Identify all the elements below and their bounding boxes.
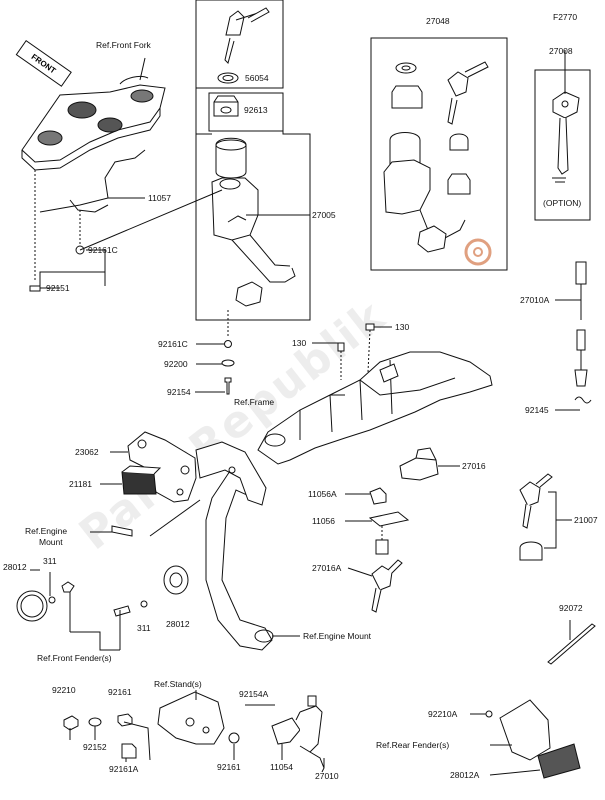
- ignition-27005: [211, 137, 296, 307]
- box-27008: [534, 69, 591, 221]
- bracket-11056a: [369, 487, 387, 505]
- label-27010a: 27010A: [520, 295, 550, 305]
- label-27008: 27008: [549, 46, 573, 56]
- top-bracket: [21, 75, 166, 171]
- harness-11057: [39, 149, 146, 213]
- label-11056: 11056: [312, 516, 336, 526]
- label-92152: 92152: [83, 742, 107, 752]
- label-92161: 92161: [108, 687, 132, 697]
- washer-56054: [217, 72, 239, 84]
- label-92154: 92154: [167, 387, 191, 397]
- label-92161c-b: 92161C: [158, 339, 188, 349]
- label-311-a: 311: [43, 556, 57, 566]
- label-23062: 23062: [75, 447, 99, 457]
- box-27005: [195, 88, 212, 135]
- label-ref-engine-mount-a: Ref.Engine: [25, 526, 68, 536]
- label-28012-b: 28012: [166, 619, 190, 629]
- cable-tie-92072: [547, 623, 596, 665]
- reflector-28012-right: [163, 565, 189, 595]
- label-ref-frame: Ref.Frame: [234, 397, 275, 407]
- diagram-code: F2770: [553, 12, 578, 22]
- label-11057: 11057: [148, 193, 172, 203]
- label-92072: 92072: [559, 603, 583, 613]
- label-ref-front-fork: Ref.Front Fork: [96, 40, 151, 50]
- key-set-27048: [383, 61, 489, 253]
- gear-logo-icon: [464, 238, 492, 266]
- switch-21181: [121, 465, 162, 495]
- label-92161c-a: 92161C: [88, 245, 118, 255]
- label-92210: 92210: [52, 685, 76, 695]
- label-311-b: 311: [137, 623, 151, 633]
- bottom-parts: [63, 691, 325, 773]
- box-92613: [208, 92, 284, 132]
- label-ref-engine-mount-b: Ref.Engine Mount: [303, 631, 372, 641]
- box-key-set-top: [195, 0, 284, 89]
- label-ref-front-fender: Ref.Front Fender(s): [37, 653, 112, 663]
- label-ref-rear-fender: Ref.Rear Fender(s): [376, 740, 450, 750]
- switch-27016: [399, 447, 439, 481]
- label-21181: 21181: [69, 479, 93, 489]
- frame: [257, 351, 493, 465]
- label-56054: 56054: [245, 73, 269, 83]
- label-ref-stand: Ref.Stand(s): [154, 679, 202, 689]
- connector-27010a: [574, 261, 592, 404]
- label-28012-a: 28012: [3, 562, 27, 572]
- label-92613: 92613: [244, 105, 268, 115]
- bushing-92613: [213, 95, 239, 117]
- keys-27016a: [371, 559, 403, 613]
- label-27048: 27048: [426, 16, 450, 26]
- label-130-b: 130: [395, 322, 410, 332]
- label-92161-b: 92161: [217, 762, 241, 772]
- label-92145: 92145: [525, 405, 549, 415]
- label-11056a: 11056A: [308, 489, 337, 499]
- label-92200: 92200: [164, 359, 188, 369]
- label-27005: 27005: [312, 210, 336, 220]
- label-11054: 11054: [270, 762, 294, 772]
- label-27016: 27016: [462, 461, 486, 471]
- reflector-28012a: [499, 699, 581, 779]
- label-option: (OPTION): [543, 198, 582, 208]
- label-92154a: 92154A: [239, 689, 269, 699]
- side-stand-pedal: [195, 441, 274, 651]
- label-28012a: 28012A: [450, 770, 480, 780]
- reflector-28012-left: [16, 590, 48, 622]
- key-set-21007: [519, 473, 553, 561]
- label-ref-engine-mount-a2: Mount: [39, 537, 63, 547]
- key-27008: [552, 91, 580, 183]
- box-27048: [370, 37, 508, 271]
- label-92161a: 92161A: [109, 764, 139, 774]
- bolt-92151: [29, 285, 41, 292]
- bracket-11056: [368, 511, 410, 527]
- keys-top: [224, 7, 270, 64]
- label-27016a: 27016A: [312, 563, 342, 573]
- label-92151: 92151: [46, 283, 70, 293]
- label-130-a: 130: [292, 338, 307, 348]
- label-21007: 21007: [574, 515, 598, 525]
- label-92210a: 92210A: [428, 709, 458, 719]
- label-27010: 27010: [315, 771, 339, 781]
